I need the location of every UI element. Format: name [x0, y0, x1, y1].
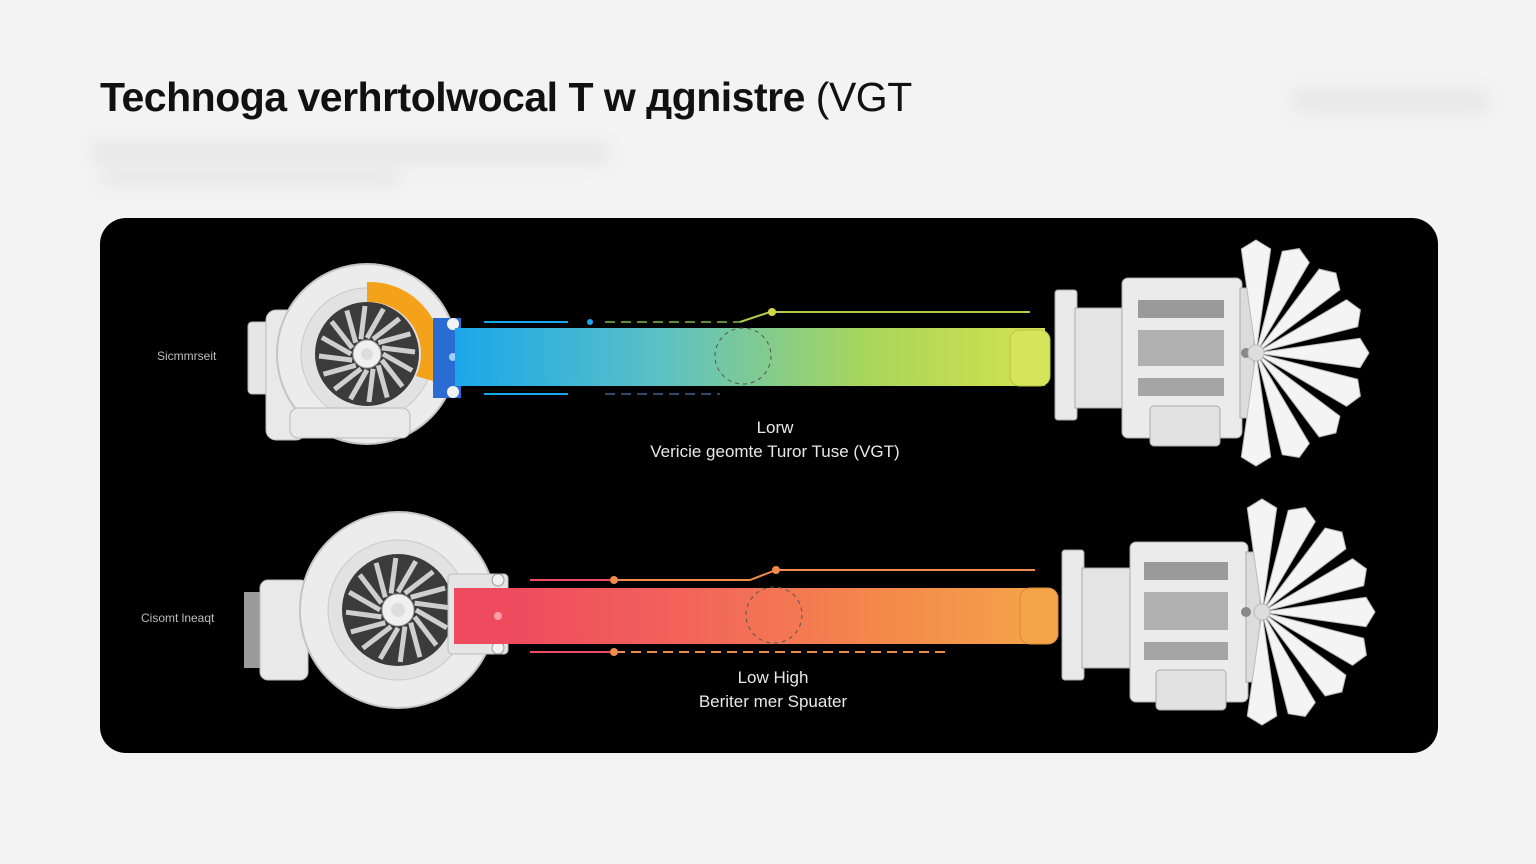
fan-blade — [1255, 268, 1341, 354]
turbine-blade — [408, 622, 423, 658]
fan-blade — [1246, 498, 1278, 613]
page-title: Technoga verhrtolwocal T w дgnistre (VGT — [100, 74, 912, 121]
fan-blade — [1255, 248, 1310, 354]
top-turbocharger — [247, 263, 461, 445]
bottom-leader-lines — [530, 566, 1035, 656]
turbine-blade — [347, 590, 382, 613]
fan-blade — [1255, 352, 1341, 438]
vgt-diagram — [244, 239, 1376, 726]
top-caption: Lorw Vericie geomte Turor Tuse (VGT) — [575, 416, 975, 464]
fan-blade — [1240, 352, 1272, 467]
fan-blade — [1255, 337, 1370, 369]
fan-blade — [1261, 611, 1347, 697]
turbine-blade — [381, 345, 416, 355]
top-vane-arc — [367, 281, 442, 382]
fan-blade — [1246, 611, 1278, 726]
diagram-panel: Sicmmrseit Cisomt lneaqt Lorw Vericie ge… — [100, 218, 1438, 753]
bottom-flow-pipe — [510, 588, 1050, 644]
turbine-blade — [318, 353, 353, 363]
turbine-blade — [358, 305, 368, 340]
top-flow-pipe — [455, 328, 1045, 386]
turbine-blade — [388, 557, 399, 594]
turbine-blade — [395, 559, 418, 594]
turbine-blade — [403, 569, 435, 596]
fan-blade — [1261, 596, 1376, 628]
turbine-blade — [379, 358, 405, 389]
turbine-blade — [329, 319, 355, 350]
top-side-label: Sicmmrseit — [157, 349, 217, 363]
turbine-blade — [348, 368, 370, 401]
turbine-blade — [357, 573, 384, 605]
turbine-blade — [414, 607, 449, 630]
turbine-blade — [345, 609, 382, 620]
turbine-blade — [412, 615, 439, 647]
title-main: Technoga verhrtolwocal T w дgnistre — [100, 74, 805, 120]
blurred-subtitle — [90, 140, 610, 166]
turbine-blade — [366, 368, 376, 403]
turbine-blade — [361, 624, 393, 651]
title-suffix: (VGT — [815, 74, 912, 120]
turbine-blade — [350, 620, 386, 635]
turbine-blade — [322, 362, 357, 377]
turbine-blade — [364, 307, 386, 340]
top-engine-block — [1009, 277, 1255, 447]
bottom-caption-line1: Low High — [737, 668, 809, 687]
fan-blade — [1255, 352, 1310, 458]
bottom-cooling-fan-icon — [1246, 498, 1376, 726]
bottom-caption-line2: Beriter mer Spuater — [698, 692, 848, 711]
fan-blade — [1255, 299, 1361, 354]
bottom-turbocharger — [244, 511, 510, 709]
fan-hub — [1253, 603, 1271, 621]
turbine-blade — [414, 600, 451, 611]
turbine-blade — [344, 309, 359, 344]
bottom-engine-block — [1019, 541, 1261, 711]
top-turbine-wheel-icon — [318, 305, 416, 403]
fan-blade — [1261, 611, 1367, 666]
turbine-blade — [378, 626, 401, 661]
bottom-turbine-wheel-icon — [345, 557, 451, 663]
turbine-blade — [410, 585, 446, 600]
turbine-blade — [397, 626, 408, 663]
fan-blade — [1240, 239, 1272, 354]
top-leader-lines — [484, 308, 1030, 395]
blurred-corner-text — [1290, 88, 1490, 114]
turbine-blade — [320, 335, 353, 357]
turbine-blade — [371, 316, 402, 342]
fan-hub — [1247, 344, 1265, 362]
turbine-blade — [381, 351, 414, 373]
turbine-blade — [373, 562, 388, 598]
top-pressure-marker — [714, 327, 772, 385]
top-caption-line2: Vericie geomte Turor Tuse (VGT) — [650, 442, 900, 461]
fan-blade — [1255, 352, 1361, 407]
bottom-caption: Low High Beriter mer Spuater — [573, 666, 973, 714]
turbine-blade — [332, 366, 363, 392]
fan-blade — [1261, 611, 1316, 717]
bottom-pressure-marker — [745, 586, 803, 644]
turbine-blade — [375, 364, 390, 399]
top-cooling-fan-icon — [1240, 239, 1370, 467]
fan-blade — [1261, 527, 1347, 613]
top-caption-line1: Lorw — [756, 418, 794, 437]
turbine-blade — [377, 331, 412, 346]
bottom-side-label: Cisomt lneaqt — [141, 611, 215, 625]
fan-blade — [1261, 558, 1367, 613]
blurred-subtitle-2 — [100, 168, 400, 186]
fan-blade — [1261, 507, 1316, 613]
